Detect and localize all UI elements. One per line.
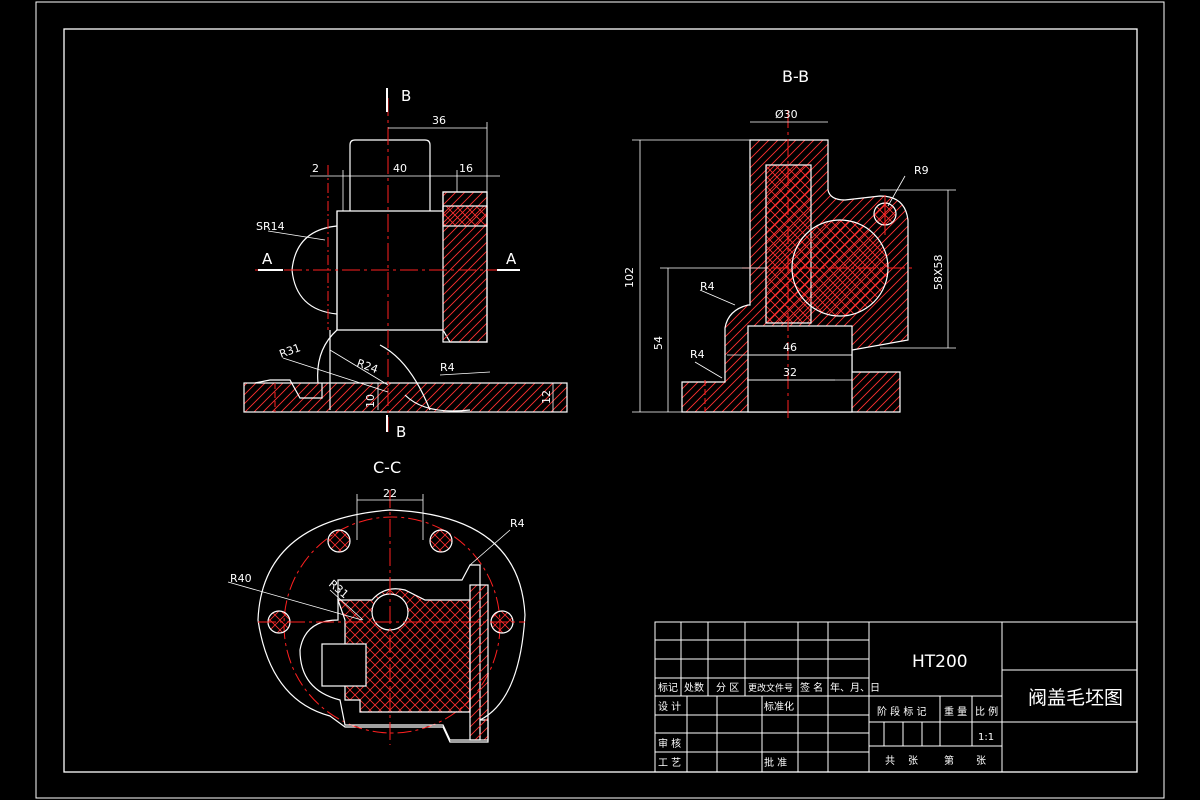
tb-process: 工 艺: [658, 757, 681, 769]
front-labels: B B A A: [262, 87, 517, 441]
dim-r4-lower: R4: [690, 348, 705, 361]
dim-phi30: Ø30: [775, 108, 798, 121]
tb-design: 设 计: [658, 700, 681, 713]
cc-outer-outline: [257, 509, 526, 743]
section-cc-title: C-C: [373, 458, 401, 477]
front-top-boss: [349, 139, 431, 211]
tb-sheets: 张: [908, 755, 918, 767]
section-bb-text: B-B Ø30 R9 102 54 R4 R4 58X58 46 32: [623, 67, 945, 379]
sheet-outer-border: [35, 1, 1165, 799]
front-dimension-text: 36 40 2 16 SR14 R31 R24 R4 10 12: [256, 114, 553, 408]
material-label: HT200: [912, 652, 968, 672]
tb-stage: 阶 段 标 记: [877, 705, 927, 718]
tb-change-doc: 更改文件号: [748, 682, 793, 694]
dim-r4-upper: R4: [700, 280, 715, 293]
dim-r31: R31: [278, 341, 303, 361]
dim-54: 54: [652, 336, 665, 350]
tb-nth: 第: [944, 754, 954, 767]
title-block: [654, 621, 1138, 773]
drawing-name: 阀盖毛坯图: [1028, 687, 1123, 709]
tb-approve: 批 准: [764, 756, 787, 769]
dim-58x58: 58X58: [932, 254, 945, 290]
section-cc-text: C-C 22 R4 R40 R31: [230, 458, 525, 601]
cc-hole-tr: [429, 529, 453, 553]
dim-r4-cc: R4: [510, 517, 525, 530]
tb-scale-label: 比 例: [975, 705, 998, 718]
dim-40: 40: [393, 162, 407, 175]
section-cc-view: [227, 490, 526, 745]
dim-r4: R4: [440, 361, 455, 374]
dim-2: 2: [312, 162, 319, 175]
section-bb-title: B-B: [782, 67, 809, 86]
dim-10: 10: [364, 394, 377, 408]
dim-r31-cc: R31: [326, 577, 351, 601]
cc-hole-tl: [327, 529, 351, 553]
dim-r9: R9: [914, 164, 929, 177]
front-base-flange: [243, 382, 568, 413]
dim-32: 32: [783, 366, 797, 379]
title-block-frame: [654, 621, 1138, 773]
dim-sr14: SR14: [256, 220, 285, 233]
tb-standard: 标准化: [764, 700, 794, 713]
dim-22: 22: [383, 487, 397, 500]
dim-r40: R40: [230, 572, 252, 585]
dim-12: 12: [540, 390, 553, 404]
front-view: [243, 88, 568, 432]
dim-102: 102: [623, 267, 636, 288]
tb-sheet2: 张: [976, 755, 986, 767]
tb-total: 共: [885, 755, 895, 767]
dim-46: 46: [783, 341, 797, 354]
tb-sign: 签 名: [800, 681, 823, 694]
tb-mark: 标记: [658, 682, 678, 694]
tb-scale-value: 1:1: [978, 732, 994, 743]
section-b-bottom-label: B: [396, 423, 406, 441]
title-block-text: HT200 阀盖毛坯图 标记 处数 分 区 更改文件号 签 名 年、月、日 设 …: [658, 652, 1123, 769]
tb-weight: 重 量: [944, 705, 967, 718]
sheet-inner-border: [63, 28, 1138, 773]
tb-zone: 分 区: [716, 682, 739, 694]
dim-16: 16: [459, 162, 473, 175]
section-b-top-label: B: [401, 87, 411, 105]
tb-count: 处数: [684, 681, 704, 694]
section-bb-view: [632, 110, 956, 420]
section-a-right-label: A: [506, 250, 517, 268]
tb-date: 年、月、日: [830, 681, 880, 694]
dim-r24: R24: [355, 357, 380, 377]
dim-36: 36: [432, 114, 446, 127]
cc-hatched-core: [337, 588, 471, 713]
tb-review: 审 核: [658, 737, 681, 750]
section-a-left-label: A: [262, 250, 273, 268]
